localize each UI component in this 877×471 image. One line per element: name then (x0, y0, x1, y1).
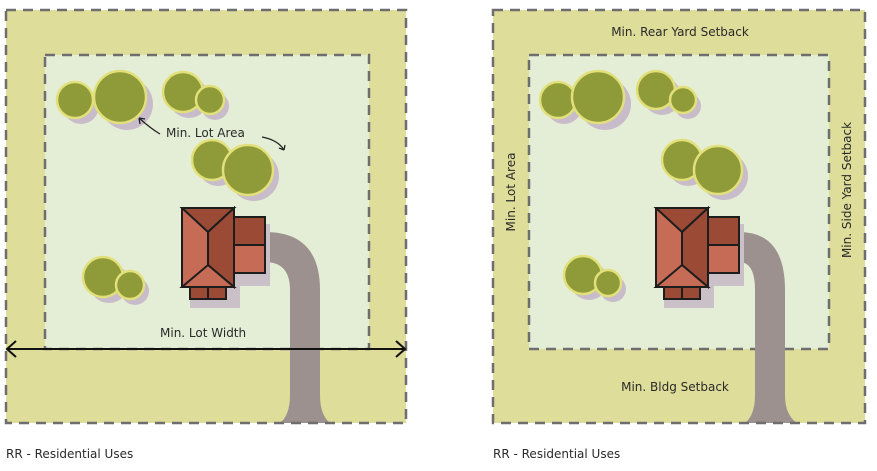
trees (538, 69, 748, 302)
caption: RR - Residential Uses (6, 447, 133, 461)
lot-line (4, 8, 408, 425)
arrow-icon (138, 117, 161, 135)
min-lot-area-label: Min. Lot Area (166, 126, 245, 140)
min-lot-area-label: Min. Lot Area (504, 153, 518, 232)
lot-width-arrow (5, 340, 407, 358)
lot-line (491, 8, 867, 425)
caption: RR - Residential Uses (493, 447, 620, 461)
left-lot-diagram: Min. Lot Area Min. Lot Width RR - Reside… (4, 8, 408, 461)
min-bldg-setback-label: Min. Bldg Setback (621, 380, 729, 394)
min-lot-width-label: Min. Lot Width (160, 326, 246, 340)
setback-line (43, 53, 371, 351)
min-side-yard-setback-label: Min. Side Yard Setback (840, 122, 854, 258)
trees (55, 69, 279, 305)
right-lot-diagram: Min. Rear Yard Setback Min. Lot Area Min… (491, 8, 867, 461)
min-rear-yard-setback-label: Min. Rear Yard Setback (611, 25, 749, 39)
setback-line (527, 53, 831, 351)
arrow-icon (261, 136, 286, 151)
driveway (739, 232, 797, 423)
driveway (265, 232, 330, 423)
